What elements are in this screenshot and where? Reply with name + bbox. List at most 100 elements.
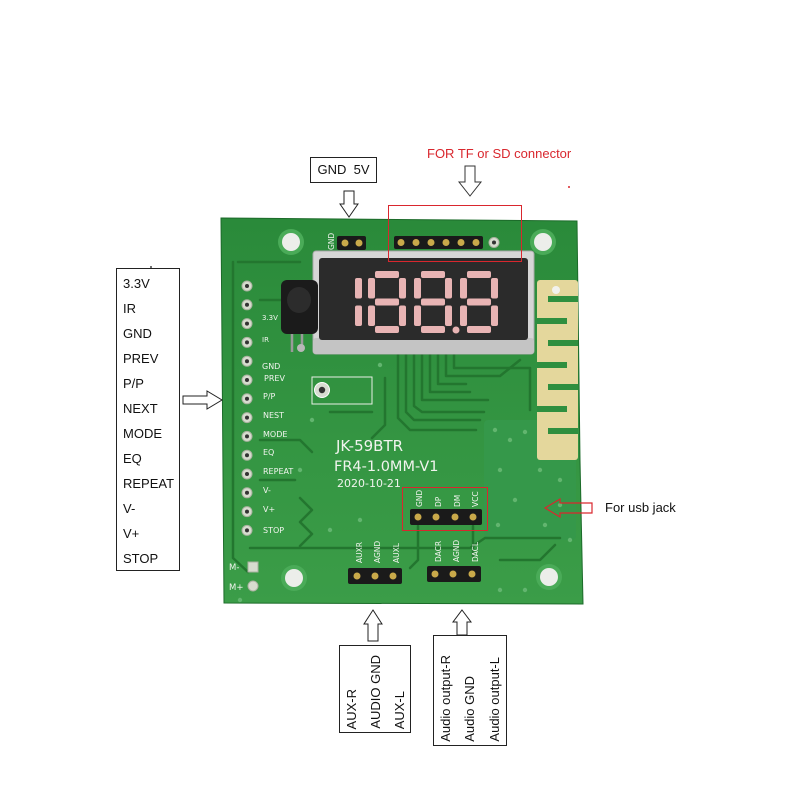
via bbox=[237, 597, 243, 603]
via bbox=[495, 522, 501, 528]
usb-jack-label: For usb jack bbox=[605, 500, 676, 515]
display-segment bbox=[375, 271, 399, 278]
tf-connector-header bbox=[394, 236, 500, 249]
display-segment bbox=[467, 298, 491, 306]
usb-header-highlight bbox=[402, 487, 488, 531]
aux-legend-label: AUDIO GND bbox=[368, 655, 383, 729]
silk-left-label: V+ bbox=[263, 505, 275, 514]
display-segment bbox=[375, 298, 399, 306]
via bbox=[557, 477, 563, 483]
pin-pad-hole bbox=[245, 472, 249, 476]
pin-pad-hole bbox=[245, 490, 249, 495]
legend-label: MODE bbox=[123, 426, 162, 441]
power-header bbox=[337, 236, 366, 250]
pin-pad-hole bbox=[245, 434, 249, 439]
aux-header bbox=[348, 568, 402, 584]
via bbox=[327, 527, 333, 533]
display-segment bbox=[491, 278, 498, 299]
silk-dac-label: DACL bbox=[471, 541, 480, 562]
display-segment bbox=[421, 271, 445, 278]
pin-pad-hole bbox=[245, 359, 249, 364]
arrow-up-icon bbox=[452, 609, 472, 636]
silk-dac-label: DACR bbox=[434, 541, 443, 562]
display-decimal-point bbox=[452, 326, 460, 334]
via bbox=[492, 427, 498, 433]
legend-label: STOP bbox=[123, 551, 159, 566]
audio-output-legend: Audio output-R Audio GND Audio output-L bbox=[433, 635, 507, 746]
via bbox=[537, 467, 543, 473]
display-segment bbox=[355, 278, 362, 299]
silk-usb-label: DP bbox=[434, 496, 443, 507]
silk-left-label: PREV bbox=[264, 374, 285, 383]
silk-aux-label: AGND bbox=[373, 541, 382, 563]
via bbox=[542, 522, 548, 528]
stray-dot bbox=[568, 186, 570, 188]
board-date: 2020-10-21 bbox=[337, 477, 401, 490]
display-segment bbox=[421, 298, 445, 306]
motor-pad-plus bbox=[247, 580, 259, 592]
pin-pad-hole bbox=[245, 340, 249, 345]
arrow-up-icon bbox=[363, 609, 383, 642]
silk-dac-label: AGND bbox=[452, 540, 461, 562]
legend-label: IR bbox=[123, 301, 136, 316]
legend-label: V+ bbox=[123, 526, 140, 541]
pin-pad-hole bbox=[245, 284, 249, 288]
silk-left-label: STOP bbox=[263, 526, 284, 535]
silk-top-gnd: GND bbox=[327, 233, 336, 250]
led-display-module bbox=[312, 250, 535, 355]
board-spec: FR4-1.0MM-V1 bbox=[334, 459, 438, 475]
via bbox=[497, 587, 503, 593]
component-outline bbox=[311, 376, 373, 405]
dac-header bbox=[427, 566, 481, 582]
legend-label: GND bbox=[123, 326, 152, 341]
stray-dot bbox=[150, 266, 152, 268]
pin-pad-hole bbox=[245, 528, 249, 533]
audio-output-legend-label: Audio GND bbox=[462, 676, 477, 742]
arrow-right-icon bbox=[182, 390, 223, 410]
display-segment bbox=[491, 305, 498, 326]
silk-aux-label: AUXL bbox=[392, 542, 401, 563]
display-digits bbox=[355, 271, 498, 333]
pin-pad-hole bbox=[245, 302, 249, 307]
silk-usb-label: DM bbox=[453, 495, 462, 507]
silk-left-labels: 3.3V IR GND PREV P/P NEST MODE EQ REPEAT… bbox=[262, 314, 293, 535]
usb-header bbox=[410, 509, 482, 525]
display-segment bbox=[460, 305, 467, 326]
silk-motor-minus: M- bbox=[229, 563, 239, 573]
audio-output-legend-label: Audio output-R bbox=[438, 655, 453, 742]
via bbox=[522, 429, 528, 435]
display-segment bbox=[399, 305, 406, 326]
display-segment bbox=[460, 278, 467, 299]
arrow-down-icon bbox=[457, 165, 483, 197]
display-segment bbox=[399, 278, 406, 299]
motor-pad-minus bbox=[247, 561, 259, 573]
arrow-left-icon bbox=[543, 497, 593, 519]
silk-aux-label: AUXR bbox=[355, 542, 364, 563]
display-segment bbox=[445, 305, 452, 326]
ir-receiver bbox=[281, 280, 318, 352]
audio-output-legend-label: Audio output-L bbox=[487, 657, 502, 742]
silk-usb-label: VCC bbox=[471, 491, 480, 507]
aux-legend-label: AUX-L bbox=[392, 690, 407, 729]
display-segment bbox=[467, 271, 491, 278]
power-header-label: GND 5V bbox=[317, 162, 370, 177]
silk-left-label: IR bbox=[262, 336, 269, 344]
display-segment bbox=[445, 278, 452, 299]
legend-label: V- bbox=[123, 501, 136, 516]
silk-left-label: MODE bbox=[263, 430, 287, 439]
via bbox=[357, 517, 363, 523]
pin-pad-hole bbox=[245, 453, 249, 458]
via bbox=[377, 362, 383, 368]
legend-label: EQ bbox=[123, 451, 142, 466]
legend-label: P/P bbox=[123, 376, 144, 391]
via bbox=[497, 467, 503, 473]
via bbox=[512, 497, 518, 503]
display-segment bbox=[368, 305, 375, 326]
legend-label: 3.3V bbox=[123, 276, 150, 291]
board-model: JK-59BTR bbox=[335, 437, 403, 455]
silk-left-label: REPEAT bbox=[263, 467, 293, 476]
pin-pad-hole bbox=[245, 415, 249, 420]
via bbox=[567, 537, 573, 543]
